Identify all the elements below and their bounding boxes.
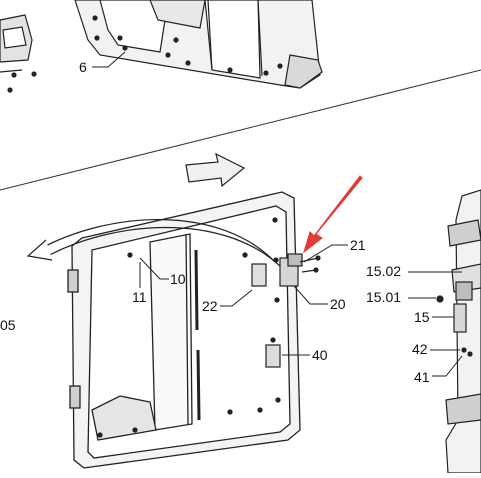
- door-swing-arrow: [26, 218, 281, 267]
- callout-label-6: 6: [79, 59, 87, 75]
- callout-15-02: 15.02: [366, 263, 462, 279]
- callout-05: 05: [0, 317, 16, 333]
- callout-label-10: 10: [170, 271, 186, 287]
- callout-label-22: 22: [202, 298, 218, 314]
- callout-10: 10: [139, 257, 186, 287]
- latch-assembly: [251, 253, 321, 287]
- callout-label-20: 20: [330, 296, 346, 312]
- bracket-40: [265, 337, 281, 368]
- callout-40: 40: [282, 347, 328, 363]
- callout-15-01: 15.01: [366, 289, 436, 305]
- door-panel: [67, 191, 301, 469]
- upper-left-component: [0, 14, 37, 93]
- callout-42: 42: [412, 341, 460, 357]
- upper-cabinet-assembly: [74, 0, 323, 89]
- callout-11: 11: [132, 262, 147, 305]
- callout-41: 41: [414, 355, 463, 385]
- highlight-arrow-icon: [303, 175, 363, 254]
- callout-label-21: 21: [350, 237, 366, 253]
- callout-label-42: 42: [412, 341, 428, 357]
- callout-20: 20: [293, 285, 346, 312]
- callout-22: 22: [202, 289, 253, 314]
- callout-label-15: 15: [414, 309, 430, 325]
- callout-label-15-01: 15.01: [366, 289, 401, 305]
- right-rack-assembly: [436, 189, 481, 474]
- callout-label-15-02: 15.02: [366, 263, 401, 279]
- callout-6: 6: [79, 51, 126, 75]
- callout-label-41: 41: [414, 369, 430, 385]
- callout-label-05: 05: [0, 317, 16, 333]
- floor-lines: [0, 69, 481, 191]
- callout-label-11: 11: [132, 289, 147, 305]
- callout-21: 21: [303, 237, 366, 263]
- direction-arrow-icon: [185, 152, 246, 188]
- callout-label-40: 40: [312, 347, 328, 363]
- callout-15: 15: [414, 309, 454, 325]
